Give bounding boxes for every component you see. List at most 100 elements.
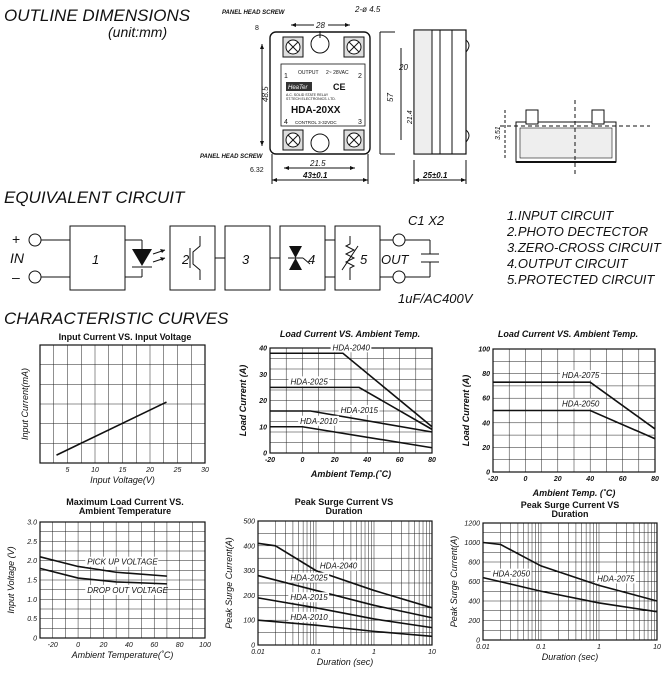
y-tick-label: 1200 xyxy=(464,521,480,528)
x-tick-label: 60 xyxy=(619,476,627,483)
y-tick-label: 2.0 xyxy=(26,558,37,565)
x-tick-label: 80 xyxy=(176,642,184,649)
y-tick-label: 500 xyxy=(243,519,255,526)
series-label-bg xyxy=(317,560,359,571)
series-line xyxy=(39,556,167,577)
label-model: HDA-20XX xyxy=(291,105,341,116)
series-label: HDA-2010 xyxy=(300,417,338,426)
chart-title: Peak Surge Current VS xyxy=(521,500,620,510)
x-tick-label: 25 xyxy=(173,467,182,474)
dim-48-5: 48.5 xyxy=(261,86,270,102)
series-label-bg xyxy=(338,405,380,416)
x-tick-label: 20 xyxy=(330,457,339,464)
out-label: OUT xyxy=(381,252,410,267)
series-line xyxy=(56,401,167,456)
x-tick-label: 0 xyxy=(76,642,80,649)
y-tick-label: 0 xyxy=(33,636,37,643)
x-axis-label: Ambient Temp.(˚C) xyxy=(310,469,391,479)
triac-icon xyxy=(289,246,302,258)
x-tick-label: 0 xyxy=(300,457,304,464)
cap-label: 1uF/AC400V xyxy=(398,291,474,306)
series-label-bg xyxy=(288,592,330,603)
y-axis-label: Peak Surge Current(A) xyxy=(449,536,459,628)
chart-title: Load Current VS. Ambient Temp. xyxy=(280,329,420,339)
series-label: HDA-2015 xyxy=(290,593,328,602)
series-line xyxy=(482,541,658,602)
y-tick-label: 800 xyxy=(468,560,480,567)
y-tick-label: 60 xyxy=(482,396,490,403)
chart-grid xyxy=(269,347,433,454)
x-tick-label: 10 xyxy=(428,649,436,656)
chart-frame xyxy=(257,520,433,646)
block-input-circuit xyxy=(69,225,126,291)
outline-heading: OUTLINE DIMENSIONS xyxy=(4,6,191,25)
series-label: HDA-2015 xyxy=(341,406,379,415)
x-tick-label: 40 xyxy=(362,457,371,464)
label-desc2: ST.TECH ELECTRONICS. LTD. xyxy=(286,97,336,101)
block-3-label: 3 xyxy=(242,252,250,267)
chart-subtitle: Duration xyxy=(552,509,589,519)
y-axis-label: Input Current(mA) xyxy=(20,368,30,440)
y-tick-label: 0 xyxy=(486,470,490,477)
x-tick-label: 40 xyxy=(125,642,133,649)
y-tick-label: 30 xyxy=(259,372,267,379)
x-tick-label: 80 xyxy=(428,457,436,464)
x-tick-label: 0.01 xyxy=(251,649,265,656)
block-2-label: 2 xyxy=(181,252,190,267)
chart-4: Maximum Load Current VS.Ambient Temperat… xyxy=(6,497,211,660)
label-desc1: A.C. SOLID STATE RELAY xyxy=(286,93,329,97)
x-tick-label: 40 xyxy=(585,476,594,483)
y-tick-label: 40 xyxy=(258,346,267,353)
circuit-diagram: + IN – 1 2 3 4 5 OUT C1 X2 1uF/AC400V 1.… xyxy=(10,208,662,306)
panel-head-screw-top: PANEL HEAD SCREW xyxy=(222,10,286,16)
block-protected-circuit xyxy=(334,225,381,291)
chart-title: Input Current VS. Input Voltage xyxy=(59,332,192,342)
x-axis-label: Ambient Temperature(˚C) xyxy=(71,650,174,660)
y-tick-label: 1.0 xyxy=(27,597,37,604)
outline-drawing: PANEL HEAD SCREW 2-ø 4.5 8 28 1 2 OUTPUT… xyxy=(200,5,650,184)
series-label: HDA-2075 xyxy=(597,574,635,583)
series-line xyxy=(270,386,433,431)
y-tick-label: 80 xyxy=(482,371,490,378)
dim-28: 28 xyxy=(315,21,325,30)
y-tick-label: 10 xyxy=(259,424,267,431)
legend-3: 3.ZERO-CROSS CIRCUIT xyxy=(507,240,662,255)
x-axis-label: Duration (sec) xyxy=(542,652,599,662)
c1x2-label: C1 X2 xyxy=(408,213,445,228)
pin-3: 3 xyxy=(358,119,362,126)
y-tick-label: 100 xyxy=(478,347,490,354)
series-label-bg xyxy=(298,415,339,426)
chart-frame xyxy=(39,521,206,639)
chart-subtitle: Duration xyxy=(326,506,363,516)
chart-title: Peak Surge Current VS xyxy=(295,497,394,507)
x-axis-label: Input Voltage(V) xyxy=(90,475,155,485)
x-tick-label: 20 xyxy=(553,476,562,483)
series-line xyxy=(493,409,656,440)
y-axis-label: Input Voltage (V) xyxy=(6,546,16,613)
y-tick-label: 400 xyxy=(468,599,480,606)
dim-43: 43±0.1 xyxy=(302,171,328,180)
label-rating: 2~ 28VAC xyxy=(326,70,349,76)
x-tick-label: 5 xyxy=(66,467,70,474)
led-icon xyxy=(132,249,152,266)
y-tick-label: 100 xyxy=(243,618,255,625)
y-tick-label: 0 xyxy=(263,451,267,458)
series-line xyxy=(257,597,433,629)
y-tick-label: 40 xyxy=(481,420,490,427)
outline-unit: (unit:mm) xyxy=(108,24,168,40)
x-tick-label: 1 xyxy=(372,649,376,656)
series-label: HDA-2040 xyxy=(320,562,358,571)
y-tick-label: 0 xyxy=(251,643,255,650)
label-output: OUTPUT xyxy=(298,70,319,76)
x-tick-label: 60 xyxy=(150,642,158,649)
y-tick-label: 3.0 xyxy=(27,520,37,527)
x-axis-label: Duration (sec) xyxy=(317,657,374,667)
pin-1: 1 xyxy=(284,73,288,80)
x-tick-label: 0.1 xyxy=(536,644,546,651)
x-tick-label: 0.01 xyxy=(476,644,490,651)
screw-size: 6.32 xyxy=(250,167,264,174)
y-axis-label: Peak Surge Current(A) xyxy=(224,537,234,629)
